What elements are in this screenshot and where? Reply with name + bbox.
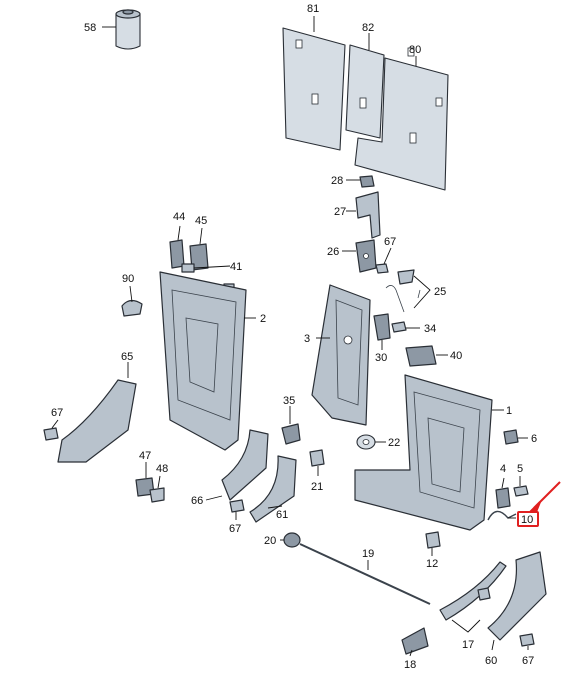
- part-4-bracket: [495, 487, 511, 509]
- callout-61: 61: [276, 509, 288, 521]
- callout-48: 48: [156, 463, 168, 475]
- callout-67-center: 67: [229, 523, 241, 535]
- part-90-clip: [121, 299, 143, 317]
- callout-26: 26: [327, 246, 339, 258]
- part-60-trim-cover: [487, 551, 547, 641]
- part-12-bolt: [425, 531, 441, 549]
- callout-81: 81: [307, 3, 319, 15]
- callout-4: 4: [500, 463, 506, 475]
- part-82-trim-panel: [345, 44, 385, 139]
- callout-30: 30: [375, 352, 387, 364]
- part-45-guide: [189, 243, 209, 271]
- part-61-trim-cover: [249, 455, 297, 523]
- callout-12: 12: [426, 558, 438, 570]
- callout-labels: 58 81 82 80 28 27 26 67 25 44 45 41 90 2…: [51, 3, 537, 671]
- part-10-wire-spring: [487, 510, 517, 521]
- callout-47: 47: [139, 450, 151, 462]
- part-30-bracket: [373, 313, 391, 341]
- part-81-trim-panel: [282, 27, 346, 151]
- part-27-bracket: [355, 191, 381, 239]
- callout-67-right: 67: [522, 655, 534, 667]
- callout-66: 66: [191, 495, 203, 507]
- callout-5: 5: [517, 463, 523, 475]
- callout-45: 45: [195, 215, 207, 227]
- callout-80: 80: [409, 44, 421, 56]
- part-28-clip: [359, 175, 375, 188]
- callout-1: 1: [506, 405, 512, 417]
- callout-35: 35: [283, 395, 295, 407]
- part-17-hinge-cover: [439, 561, 507, 621]
- callout-25: 25: [434, 286, 446, 298]
- part-40-cap: [405, 345, 437, 367]
- part-67-bolt-center: [229, 499, 245, 513]
- callout-67-upper: 67: [384, 236, 396, 248]
- highlight-callout-10: [517, 481, 561, 527]
- callout-10: 10: [521, 514, 533, 526]
- part-67-bolt-left: [43, 427, 59, 441]
- callout-65: 65: [121, 351, 133, 363]
- part-35-knob: [281, 423, 301, 445]
- part-66-trim-cover: [221, 429, 269, 501]
- callout-18: 18: [404, 659, 416, 671]
- callout-67-left: 67: [51, 407, 63, 419]
- part-48-clip: [149, 487, 165, 503]
- callout-17: 17: [462, 639, 474, 651]
- callout-41: 41: [230, 261, 242, 273]
- part-65-hinge-cover: [57, 379, 137, 463]
- part-1-seatback-frame-right: [354, 374, 493, 531]
- part-26-latch: [355, 239, 377, 273]
- callout-2: 2: [260, 313, 266, 325]
- callout-22: 22: [388, 437, 400, 449]
- part-5-screw: [513, 485, 529, 497]
- part-18-trim-piece: [401, 627, 429, 655]
- part-67-bolt-upper: [375, 263, 389, 274]
- leader-lines: [51, 16, 529, 657]
- part-3-center-frame: [311, 284, 371, 426]
- callout-27: 27: [334, 206, 346, 218]
- callout-21: 21: [311, 481, 323, 493]
- part-34-bolt: [391, 321, 407, 333]
- part-21-bolt: [309, 449, 325, 467]
- callout-28: 28: [331, 175, 343, 187]
- callout-44: 44: [173, 211, 185, 223]
- callout-40: 40: [450, 350, 462, 362]
- callout-58: 58: [84, 22, 96, 34]
- part-80-trim-panel: [354, 47, 449, 191]
- part-2-seatback-frame-left: [159, 271, 247, 451]
- callout-3: 3: [304, 333, 310, 345]
- part-20-end-cap: [283, 532, 301, 548]
- part-67-bolt-right: [519, 633, 535, 647]
- callout-19: 19: [362, 548, 374, 560]
- part-19-rod: [299, 543, 431, 605]
- part-6-clip: [503, 429, 519, 445]
- part-58-canister: [115, 9, 141, 50]
- callout-34: 34: [424, 323, 436, 335]
- callout-90: 90: [122, 273, 134, 285]
- callout-20: 20: [264, 535, 276, 547]
- part-22-washer: [356, 434, 376, 450]
- callout-6: 6: [531, 433, 537, 445]
- callout-82: 82: [362, 22, 374, 34]
- callout-60: 60: [485, 655, 497, 667]
- part-25-hook-set: [385, 269, 421, 313]
